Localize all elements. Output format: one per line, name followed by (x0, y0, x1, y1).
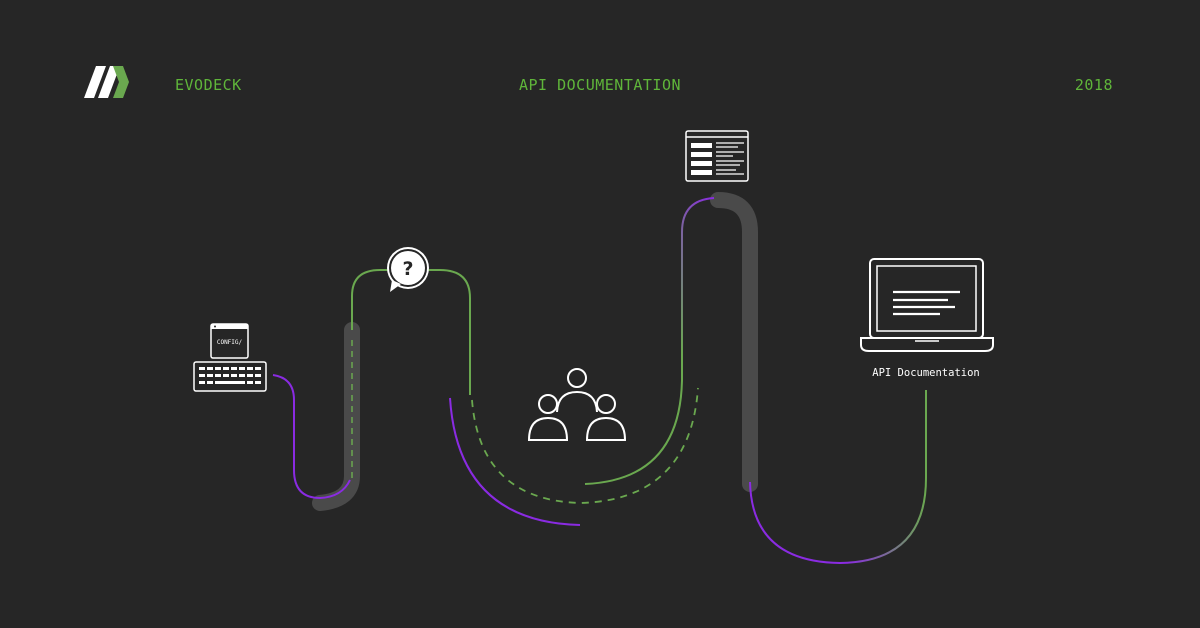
question-bubble-icon: ? (387, 247, 429, 292)
laptop-icon (860, 258, 994, 352)
document-icon (685, 130, 749, 182)
arc-purple-outer (449, 397, 581, 526)
question-mark: ? (402, 258, 413, 280)
laptop-caption: API Documentation (872, 367, 980, 379)
keyboard-icon: CONFIG/ (193, 323, 267, 392)
arc-bottom-right (749, 390, 927, 565)
keyboard-screen-text: CONFIG/ (217, 339, 243, 346)
arc-dashed (471, 387, 699, 504)
track-segment-right (710, 192, 758, 492)
arc-inner (584, 197, 715, 485)
brand-name: EVODECK (175, 76, 242, 94)
logo-icon (84, 66, 129, 98)
year-label: 2018 (1074, 76, 1113, 94)
track-segment-left (312, 322, 360, 511)
page-title: API DOCUMENTATION (518, 76, 682, 94)
path-keyboard-out (272, 374, 351, 500)
team-icon (527, 368, 627, 441)
